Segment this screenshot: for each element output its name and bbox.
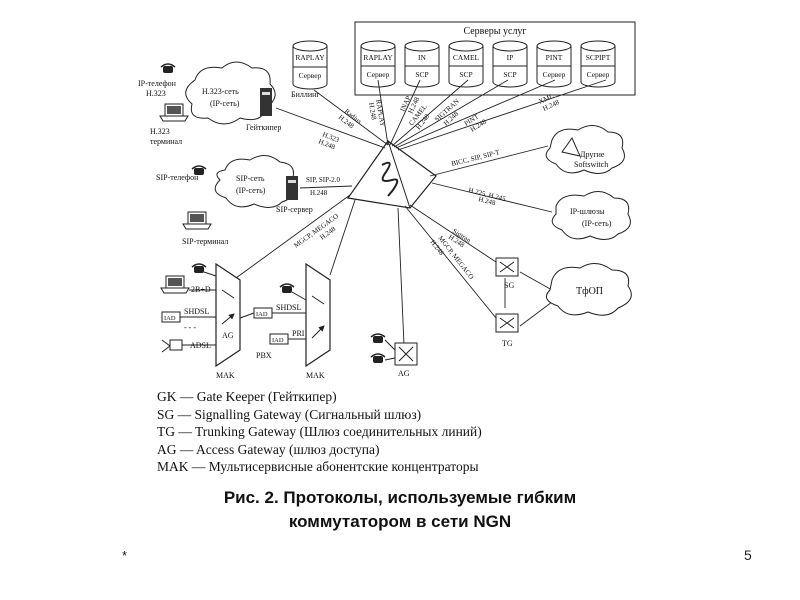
line-adsl-label: ADSL <box>190 341 211 350</box>
service-server-name: IP <box>507 53 514 62</box>
proto-h248-i: H.248 <box>310 189 328 197</box>
sip-server-icon <box>286 176 298 200</box>
gatekeeper-label: Гейткипер <box>246 123 281 132</box>
figure-caption: Рис. 2. Протоколы, используемые гибким к… <box>0 486 800 534</box>
services-title: Серверы услуг <box>463 26 526 37</box>
service-server-ip: IP SCP <box>492 40 528 88</box>
iad-label-1: IAD <box>164 315 176 322</box>
iad-label-2: IAD <box>256 311 268 318</box>
ip-phone-line1: IP-телефон <box>138 79 177 88</box>
pstn-label: ТфОП <box>576 286 603 297</box>
sip-net-line2: (IP-сеть) <box>236 186 266 195</box>
caption-line-2: коммутатором в сети NGN <box>288 512 512 531</box>
mak-label-2: MAK <box>306 371 325 380</box>
dashes-label: - - - <box>184 323 196 332</box>
tg-label: TG <box>502 339 513 348</box>
sip-terminal-laptop-icon <box>182 211 212 230</box>
ip-gateways-line2: (IP-сеть) <box>582 219 612 228</box>
h323-terminal-line2: терминал <box>150 137 182 146</box>
service-server-role: SCP <box>415 70 428 79</box>
mak2-phone-icon <box>279 283 295 293</box>
mak-concentrator-1: AG <box>215 262 241 368</box>
service-server-role: SCP <box>503 70 516 79</box>
ag-phone-icon-1 <box>370 333 386 343</box>
service-server-role: Сервер <box>587 70 610 79</box>
pbx-label: PBX <box>256 351 272 360</box>
ip-gateways-line1: IP-шлюзы <box>570 207 605 216</box>
service-server-pint: PINT Сервер <box>536 40 572 88</box>
sip-phone-icon <box>191 165 207 175</box>
proto-h248-b: H.248 <box>367 102 378 121</box>
footer-star: * <box>122 548 128 563</box>
service-servers-box <box>354 21 636 96</box>
sg-label: SG <box>504 281 514 290</box>
service-server-name: IN <box>418 53 426 62</box>
ag-phone-icon-2 <box>370 353 386 363</box>
sip-terminal-label: SIP-терминал <box>182 237 228 246</box>
h323-terminal-line1: H.323 <box>150 127 170 136</box>
proto-bicc: BICC, SIP, SIP-T <box>451 148 502 168</box>
service-server-name: SCPIPT <box>586 53 611 62</box>
ip-phone-line2: H.323 <box>146 89 166 98</box>
legend-item-gk: GK — Gate Keeper (Гейткипер) <box>157 389 337 404</box>
pstn-cloud: ТфОП <box>545 263 632 316</box>
sip-phone-label: SIP-телефон <box>156 173 199 182</box>
service-server-name: RAPLAY <box>363 53 393 62</box>
other-softswitch-cloud: Другие Softswitch <box>545 125 625 174</box>
proto-sip: SIP, SIP-2.0 <box>306 176 341 184</box>
ag-mak-label: AG <box>222 331 234 340</box>
access-gateway-icon <box>394 342 418 366</box>
h323-net-line2: (IP-сеть) <box>210 99 240 108</box>
service-server-camel: CAMEL SCP <box>448 40 484 88</box>
ip-gateways-cloud: IP-шлюзы (IP-сеть) <box>551 191 631 240</box>
service-server-role: SCP <box>459 70 472 79</box>
legend-item-tg: TG — Trunking Gateway (Шлюз соединительн… <box>157 424 482 439</box>
legend: GK — Gate Keeper (Гейткипер) SG — Signal… <box>157 388 482 476</box>
gatekeeper-server-icon <box>260 88 272 116</box>
h323-net-line1: H.323-сеть <box>202 87 239 96</box>
service-server-scpipt: SCPIPT Сервер <box>580 40 616 88</box>
trunking-gateway-icon <box>495 313 519 333</box>
mak-label-1: MAK <box>216 371 235 380</box>
sip-net-line1: SIP-сеть <box>236 174 265 183</box>
raplay-server-name: RAPLAY <box>295 53 325 62</box>
line-shdsl-label-1: SHDSL <box>184 307 209 316</box>
other-softswitch-line2: Softswitch <box>574 160 608 169</box>
ip-phone-icon <box>160 63 176 73</box>
service-server-in: IN SCP <box>404 40 440 88</box>
service-server-name: PINT <box>546 53 563 62</box>
legend-item-sg: SG — Signalling Gateway (Сигнальный шлюз… <box>157 406 422 422</box>
iad-label-3: IAD <box>272 337 284 344</box>
raplay-server: RAPLAY Сервер <box>292 40 328 90</box>
service-server-role: Сервер <box>543 70 566 79</box>
service-server-name: CAMEL <box>453 53 480 62</box>
h323-terminal-laptop-icon <box>159 103 189 122</box>
service-server-raplay: RAPLAY Сервер <box>360 40 396 88</box>
softswitch-core <box>346 140 437 209</box>
line-pri-label: PRI <box>292 329 305 338</box>
sip-network-cloud: SIP-сеть (IP-сеть) <box>214 155 295 208</box>
billing-label: Биллинг <box>291 90 320 99</box>
mak1-laptop-icon <box>160 275 190 294</box>
legend-item-ag: AG — Access Gateway (шлюз доступа) <box>157 441 380 457</box>
raplay-server-role: Сервер <box>299 71 322 80</box>
other-softswitch-line1: Другие <box>580 150 605 159</box>
signalling-gateway-icon <box>495 257 519 277</box>
legend-item-mak: MAK — Мультисервисные абонентские концен… <box>157 459 479 474</box>
caption-line-1: Рис. 2. Протоколы, используемые гибким <box>223 488 577 507</box>
line-2bd-label: 2B+D <box>191 285 211 294</box>
service-server-role: Сервер <box>367 70 390 79</box>
line-shdsl-label-2: SHDSL <box>276 303 301 312</box>
protocol-links <box>235 79 607 346</box>
mak1-phone-icon <box>191 263 207 273</box>
mak-concentrator-2 <box>305 262 331 368</box>
service-server-group: RAPLAY Сервер IN SCP CAMEL SCP IP SCP PINT Сервер… <box>360 40 616 88</box>
ag-bottom-label: AG <box>398 369 410 378</box>
sip-server-label: SIP-сервер <box>276 205 313 214</box>
page-number: 5 <box>744 547 752 563</box>
